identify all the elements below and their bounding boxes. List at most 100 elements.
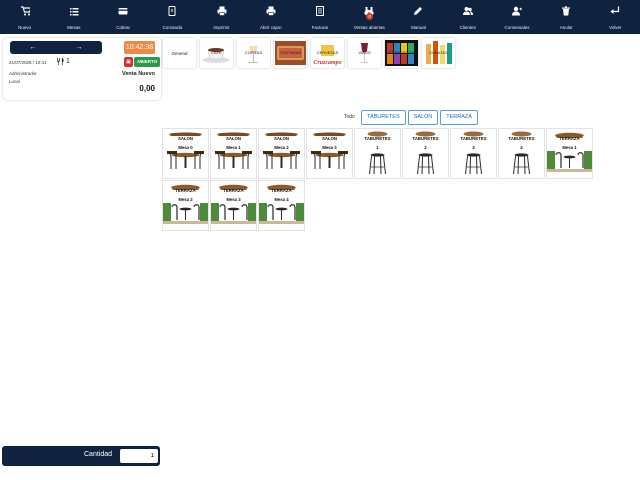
table-image: [547, 132, 592, 172]
prev-ticket-button[interactable]: ←: [29, 44, 37, 51]
toolbar-label: Volver: [609, 25, 622, 30]
toolbar-label: Manual: [411, 25, 426, 30]
clients-icon: [462, 7, 473, 15]
category-refrescos-button[interactable]: REFRESCOS: [385, 38, 418, 68]
toolbar-label: Comensales: [504, 25, 530, 30]
table-name: 3: [472, 145, 475, 150]
clock: 10:42:38: [124, 41, 155, 54]
table-image: [163, 184, 208, 224]
table-zone: TABURETES: [460, 136, 487, 141]
category-general-button[interactable]: General: [163, 38, 196, 68]
table-zone: TERRAZA: [223, 188, 244, 193]
toolbar-volver-button[interactable]: Volver: [591, 0, 640, 34]
table-terraza-mesa-4-card[interactable]: TERRAZA Mesa 4: [258, 180, 305, 231]
table-salon-mesa-3-card[interactable]: SALON Mesa 3: [306, 128, 353, 179]
filter-taburetes-button[interactable]: TABURETES: [361, 110, 406, 125]
quantity-label: Cantidad: [84, 451, 113, 458]
table-image: [215, 132, 252, 169]
lock-icon: ▣: [124, 57, 133, 67]
card-icon: [118, 8, 128, 15]
toolbar-label: Nuevo: [18, 25, 32, 30]
table-image: [167, 132, 204, 169]
category-label: General: [171, 51, 188, 56]
toolbar-cobrar-button[interactable]: Cobrar: [98, 0, 147, 34]
toolbar-label: Ventas abiertas: [353, 25, 385, 30]
table-zone: TABURETES: [508, 136, 535, 141]
table-terraza-mesa-3-card[interactable]: TERRAZA Mesa 3: [210, 180, 257, 231]
category-label: VINOS: [358, 50, 371, 55]
table-taburetes-3-card[interactable]: TABURETES 3: [450, 128, 497, 179]
table-name: Mesa 2: [274, 145, 289, 150]
table-name: Mesa 4: [274, 197, 289, 202]
table-terraza-mesa-1-card[interactable]: TERRAZA Mesa 1: [546, 128, 593, 179]
toolbar-label: Comanda: [162, 25, 183, 30]
printer-icon: [217, 6, 227, 16]
toolbar-mesas-button[interactable]: Mesas: [49, 0, 98, 34]
category-vinos-button[interactable]: VINOS: [348, 38, 381, 68]
sale-type: Venta Nuevo: [122, 71, 156, 77]
table-name: 1: [376, 145, 379, 150]
filter-salon-button[interactable]: SALON: [407, 110, 439, 125]
toolbar-manual-button[interactable]: Manual: [394, 0, 443, 34]
toolbar-clientes-button[interactable]: Clientes: [443, 0, 492, 34]
category-label: COPITAS: [244, 50, 263, 55]
table-name: Mesa 3: [226, 197, 241, 202]
ticket-nav: ← →: [10, 41, 102, 54]
toolbar-abrir-cajon-button[interactable]: Abrir cajon: [246, 0, 295, 34]
next-ticket-button[interactable]: →: [75, 44, 83, 51]
table-name: Mesa 0: [178, 145, 193, 150]
guests-count[interactable]: 1: [57, 58, 70, 65]
toolbar-comanda-button[interactable]: Comanda: [148, 0, 197, 34]
trash-icon: [562, 6, 571, 16]
category-caf--button[interactable]: CAFÉ: [200, 38, 233, 68]
table-zone: SALON: [225, 136, 242, 141]
drawer-icon: [266, 6, 276, 16]
stool-image: [463, 131, 484, 175]
category-copitas-button[interactable]: COPITAS: [237, 38, 270, 68]
cutlery-icon: [57, 58, 64, 65]
filter-terraza-button[interactable]: TERRAZA: [440, 110, 478, 125]
category-label: REFRESCOS: [389, 50, 414, 55]
toolbar-imprimir-button[interactable]: Imprimir: [197, 0, 246, 34]
table-name: Mesa 1: [562, 145, 577, 150]
ticket-user: Administrador: [9, 71, 37, 76]
toolbar-label: Mesas: [67, 25, 81, 30]
toolbar-comensales-button[interactable]: Comensales: [492, 0, 541, 34]
filter-all[interactable]: Todo: [344, 114, 355, 120]
stool-image: [415, 131, 436, 175]
toolbar-label: Clientes: [459, 25, 476, 30]
category-tostadas-button[interactable]: TOSTADAS: [274, 38, 307, 68]
table-image: [311, 132, 348, 169]
ticket-datetime: 21/07/2025 / 10:41: [9, 60, 47, 65]
table-name: Mesa 3: [322, 145, 337, 150]
stool-image: [367, 131, 388, 175]
toolbar-nuevo-button[interactable]: Nuevo: [0, 0, 49, 34]
brand-logo-text: Cruzcampo: [313, 60, 341, 66]
status-area: ▣ ABIERTO: [124, 57, 161, 67]
ticket-total: 0,00: [139, 84, 155, 93]
category-cubatas-button[interactable]: CUBATAS: [422, 38, 455, 68]
table-zone: TABURETES: [412, 136, 439, 141]
toolbar-label: Cobrar: [116, 25, 130, 30]
table-zone: TERRAZA: [271, 188, 292, 193]
list-icon: [69, 8, 79, 16]
toolbar-anular-button[interactable]: Anular: [542, 0, 591, 34]
quantity-input[interactable]: [120, 449, 158, 463]
toolbar-facturar-button[interactable]: Facturar: [295, 0, 344, 34]
table-image: [259, 184, 304, 224]
table-zone: SALON: [321, 136, 338, 141]
table-zone: TERRAZA: [559, 136, 580, 141]
table-zone: TERRAZA: [175, 188, 196, 193]
